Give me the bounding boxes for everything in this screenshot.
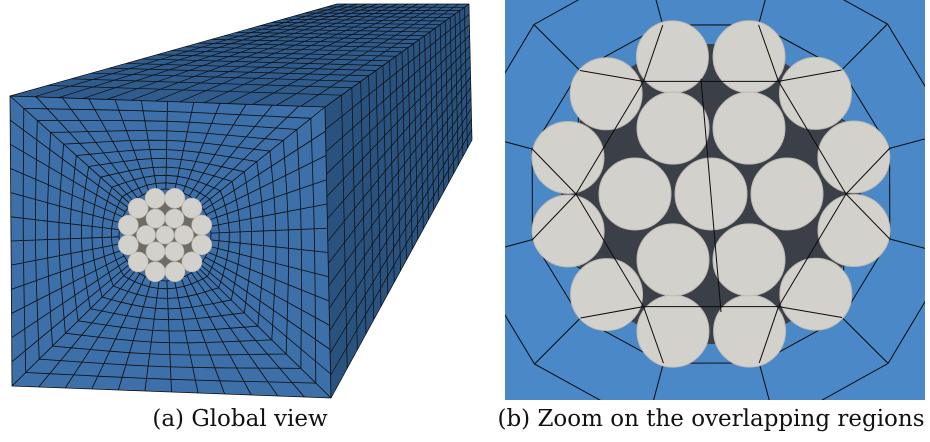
- inner-wire: [636, 223, 710, 297]
- mesh-side-face: [325, 4, 472, 398]
- outer-wire: [778, 56, 852, 130]
- inner-wire: [750, 157, 824, 231]
- mesh-front-lines: [9, 95, 332, 399]
- outer-wire: [531, 120, 605, 194]
- mesh-top-lines: [9, 3, 470, 108]
- wire: [144, 261, 166, 283]
- wire: [127, 197, 149, 219]
- wire: [155, 225, 175, 245]
- zoom-view-panel: [505, 0, 925, 400]
- mesh-side-lines: [324, 3, 473, 399]
- zoom-wire-bundle: [531, 20, 891, 368]
- wire-bundle: [117, 187, 213, 283]
- outer-wire: [713, 294, 787, 368]
- wire: [164, 187, 186, 209]
- wire: [117, 214, 139, 236]
- zoom-view-image: [505, 0, 925, 400]
- inner-wire: [712, 91, 786, 165]
- outer-wire: [636, 294, 710, 368]
- outer-wire: [531, 194, 605, 268]
- wire: [164, 261, 186, 282]
- wire: [164, 208, 185, 229]
- outer-wire: [569, 57, 643, 131]
- caption-zoom-view: (b) Zoom on the overlapping regions: [497, 406, 925, 432]
- center-line: [700, 78, 722, 313]
- wire: [181, 251, 203, 273]
- wire: [181, 197, 203, 219]
- wire: [144, 188, 166, 209]
- outer-wire: [712, 20, 786, 94]
- outer-wire: [817, 194, 891, 268]
- inner-wire: [712, 223, 786, 297]
- wire: [164, 241, 185, 262]
- global-view-image: [9, 3, 473, 399]
- outer-ring: [505, 0, 925, 400]
- wire: [127, 251, 149, 273]
- global-view-panel: [0, 0, 480, 400]
- wire: [136, 225, 156, 245]
- wire: [191, 234, 213, 256]
- inner-wire: [598, 157, 672, 231]
- overlap-mesh-lines: [531, 24, 891, 364]
- inner-wire: [636, 91, 710, 165]
- outer-wire: [817, 120, 891, 194]
- outer-wire: [779, 257, 853, 331]
- caption-global-view: (a) Global view: [152, 406, 328, 432]
- wire: [191, 214, 212, 236]
- wire: [118, 234, 139, 256]
- wire: [145, 208, 166, 229]
- wire: [174, 225, 194, 245]
- wire: [145, 241, 166, 262]
- outer-wire: [570, 258, 644, 332]
- outer-wire: [635, 20, 709, 94]
